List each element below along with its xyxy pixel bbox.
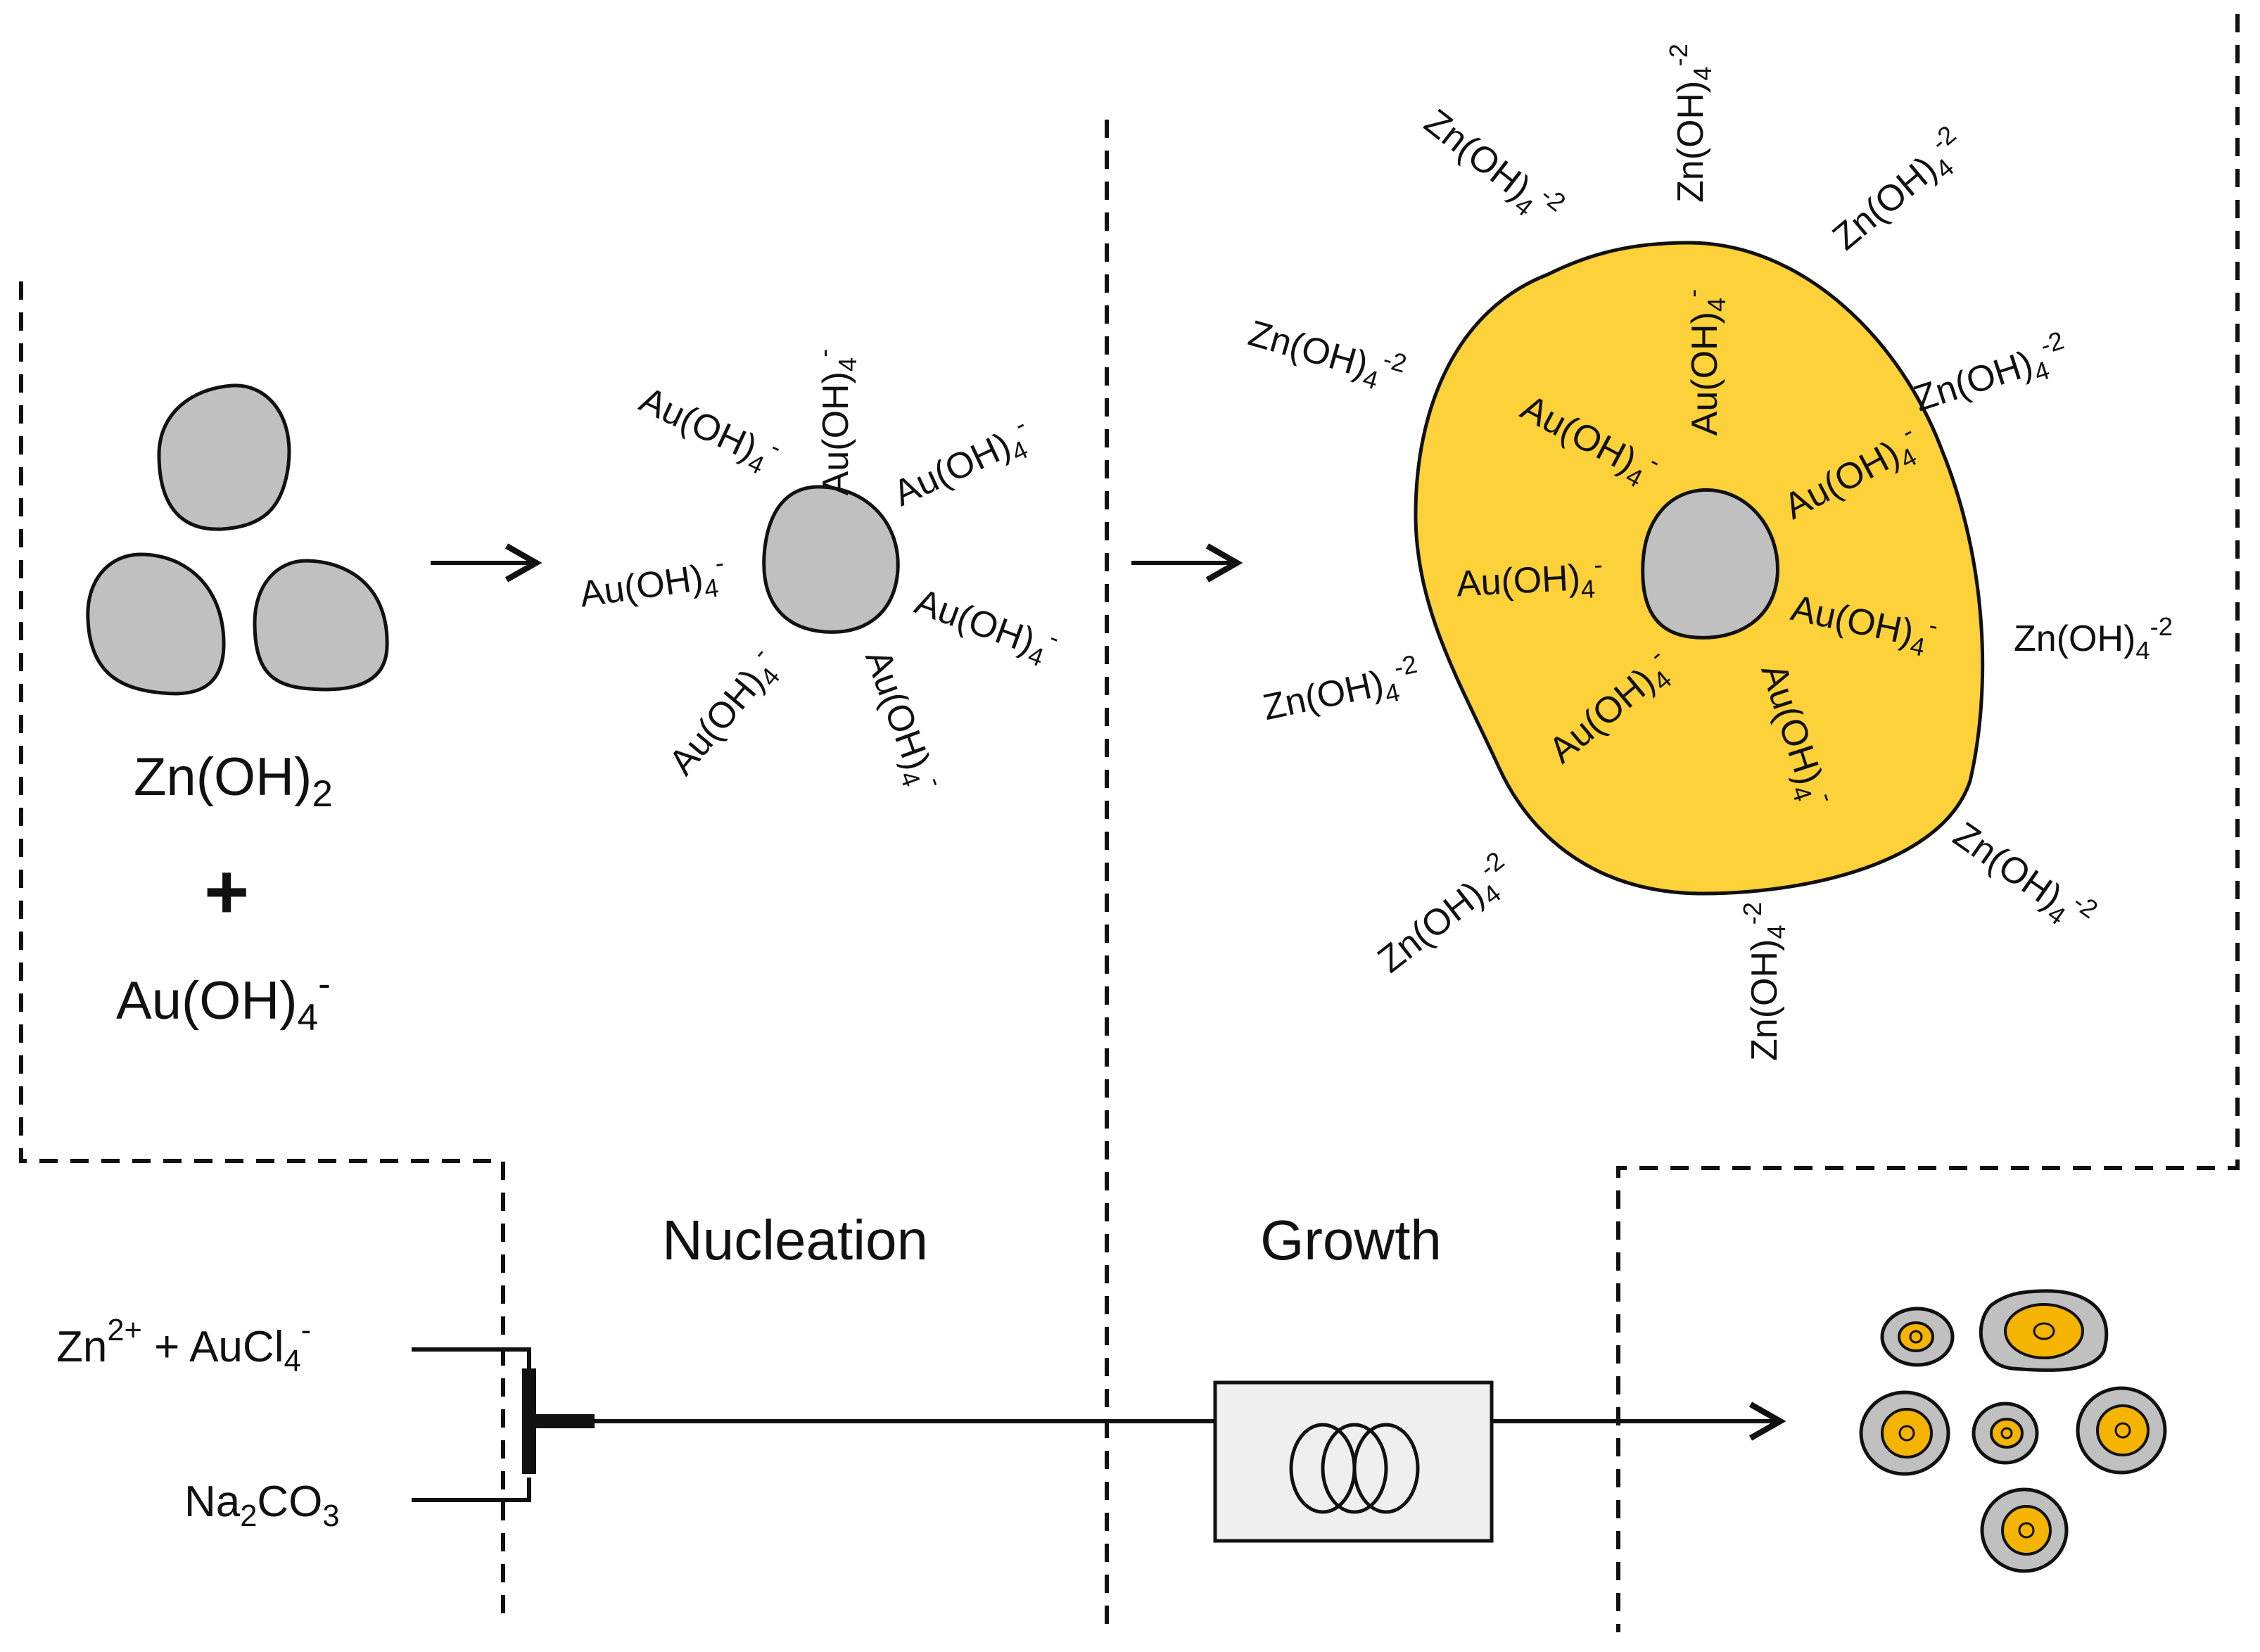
growth-outer-ion-label: Zn(OH)4-2: [1821, 120, 1976, 262]
zn-oh2-particle-right: [253, 559, 389, 692]
growth-outer-ion-label: Zn(OH)4-2: [1258, 649, 1425, 734]
growth-inner-ion-label: Au(OH)4-: [1455, 550, 1604, 611]
t-mixer-icon: [412, 1347, 595, 1502]
growth-outer-ion-label: Zn(OH)4-2: [2014, 612, 2173, 665]
nucleation-ion-label: Au(OH)4-: [884, 409, 1040, 519]
panel-borders: [19, 14, 2240, 1632]
nucleation-ion-label: Au(OH)4-: [852, 642, 952, 799]
feed2-label: Na2CO3: [184, 1478, 340, 1533]
stage-label-nucleation: Nucleation: [662, 1209, 928, 1271]
growth-outer-ion-label: Zn(OH)4-2: [1907, 326, 2075, 425]
plus-sign: +: [204, 849, 249, 935]
nucleation-ion-label: Au(OH)4-: [576, 548, 729, 621]
nucleation-ion-label: Au(OH)4-: [908, 576, 1064, 675]
zn-oh2-particle-top: [157, 383, 291, 531]
growth-outer-ion-label: Zn(OH)4-2: [1414, 96, 1571, 236]
feed1-label: Zn2+ + AuCl4-: [56, 1314, 311, 1378]
au-oh4-label: Au(OH)4-: [116, 963, 331, 1038]
stage-label-growth: Growth: [1260, 1209, 1442, 1271]
growth-outer-ion-label: Zn(OH)4-2: [1943, 809, 2103, 943]
growth-inner-ion-label: Au(OH)4-: [1678, 289, 1731, 436]
coil-reactor-icon: [1213, 1380, 1494, 1543]
zn-oh2-particles: [86, 383, 389, 696]
zn-oh2-particle-left: [86, 552, 226, 696]
nucleation-ion-label: Au(OH)4-: [631, 374, 787, 483]
product-particle: [1979, 1289, 2109, 1372]
growth-outer-ion-label: Zn(OH)4-2: [1738, 902, 1791, 1061]
growth-outer-ion-label: Zn(OH)4-2: [1243, 307, 1410, 401]
core-shell-products: [1859, 1289, 2167, 1573]
product-particle: [1880, 1307, 1955, 1367]
product-particle: [1859, 1390, 1950, 1476]
growth-outer-ion-label: Zn(OH)4-2: [1366, 846, 1524, 985]
nucleus-particle: [762, 485, 900, 634]
product-panel-border: [1616, 14, 2240, 1632]
nucleation-ion-label: Au(OH)4-: [656, 640, 792, 787]
reactant-panel-border: [19, 281, 505, 1625]
zn-oh2-label: Zn(OH)2: [134, 747, 333, 815]
growth-outer-ion-label: Zn(OH)4-2: [1664, 44, 1717, 203]
core-particle: [1641, 488, 1779, 640]
nucleation-ion-label: Au(OH)4-: [809, 349, 862, 496]
product-particle: [2076, 1386, 2167, 1475]
product-particle: [1972, 1402, 2039, 1465]
product-particle: [1980, 1487, 2069, 1573]
